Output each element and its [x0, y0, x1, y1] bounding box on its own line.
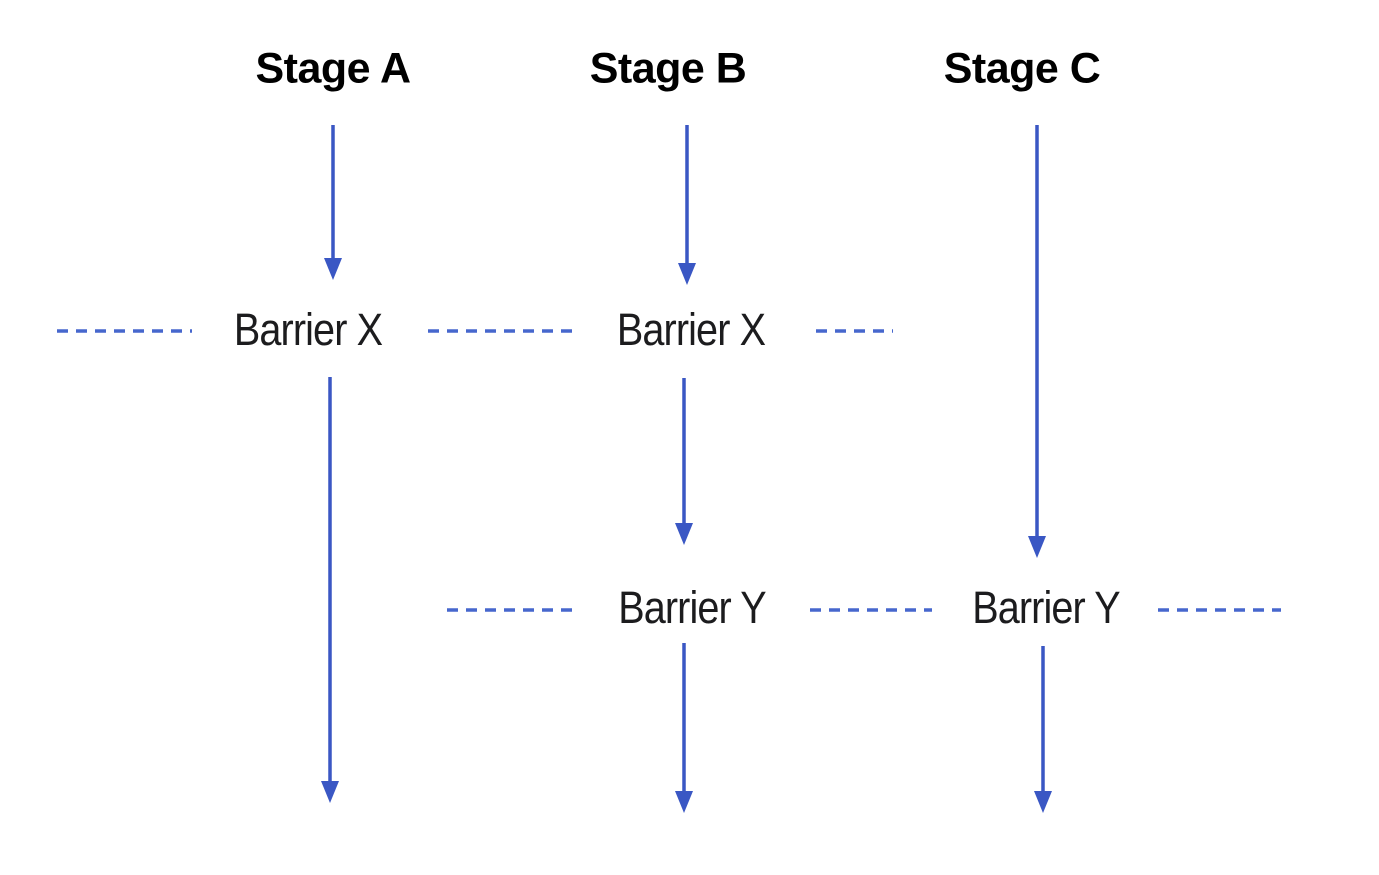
stage-a-arrow-long [321, 377, 339, 803]
stage-a-arrow-long-head [321, 781, 339, 803]
barrier-x-label-stage-a: Barrier X [233, 304, 383, 355]
stage-a-arrow-top [324, 125, 342, 280]
stage-a-arrow-top-head [324, 258, 342, 280]
stage-b-arrow-top-head [678, 263, 696, 285]
stage-b-arrow-bottom-head [675, 791, 693, 813]
stage-a-header: Stage A [255, 44, 412, 93]
stage-c-arrow-bottom-head [1034, 791, 1052, 813]
barrier-x-label-stage-b: Barrier X [616, 304, 766, 355]
stage-b-arrow-top [678, 125, 696, 285]
stage-b-arrow-middle-head [675, 523, 693, 545]
stage-c-header: Stage C [943, 44, 1101, 93]
barrier-y-label-stage-b: Barrier Y [618, 582, 766, 633]
stage-c-arrow-bottom [1034, 646, 1052, 813]
stage-b-header: Stage B [589, 44, 747, 93]
stage-c-arrow-long [1028, 125, 1046, 558]
stage-c-arrow-long-head [1028, 536, 1046, 558]
barrier-y-label-stage-c: Barrier Y [972, 582, 1120, 633]
stage-b-arrow-bottom [675, 643, 693, 813]
stage-b-arrow-middle [675, 378, 693, 545]
